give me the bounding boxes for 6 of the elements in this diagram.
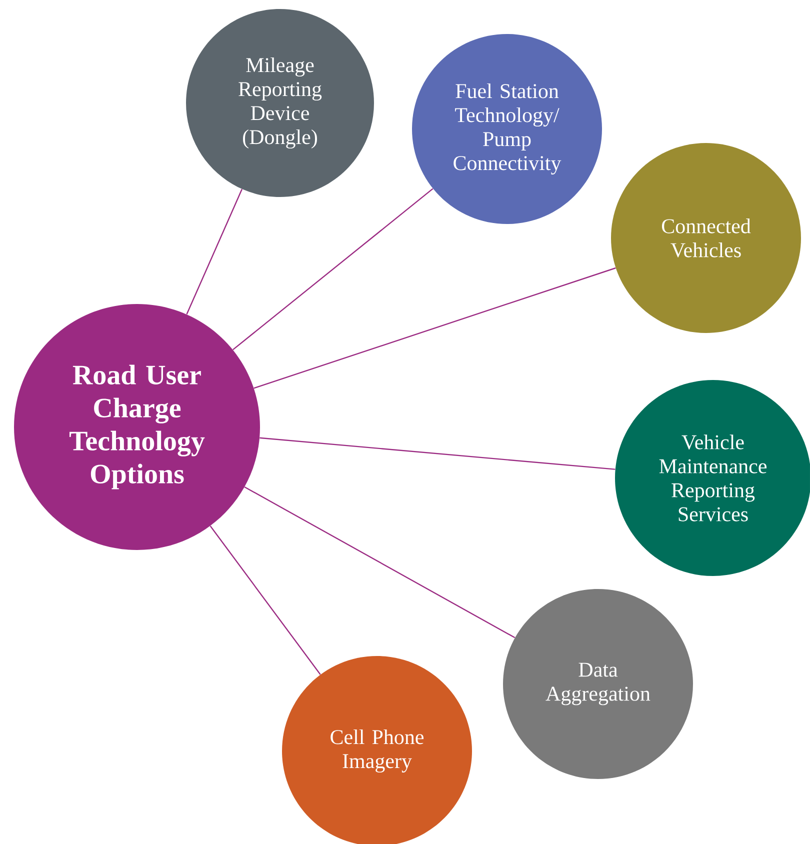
connector-line [186, 188, 243, 315]
connector-line [254, 267, 616, 389]
connector-line [210, 526, 321, 675]
connector-line [260, 437, 616, 470]
connector-line [244, 486, 516, 638]
connector-line [232, 188, 434, 350]
